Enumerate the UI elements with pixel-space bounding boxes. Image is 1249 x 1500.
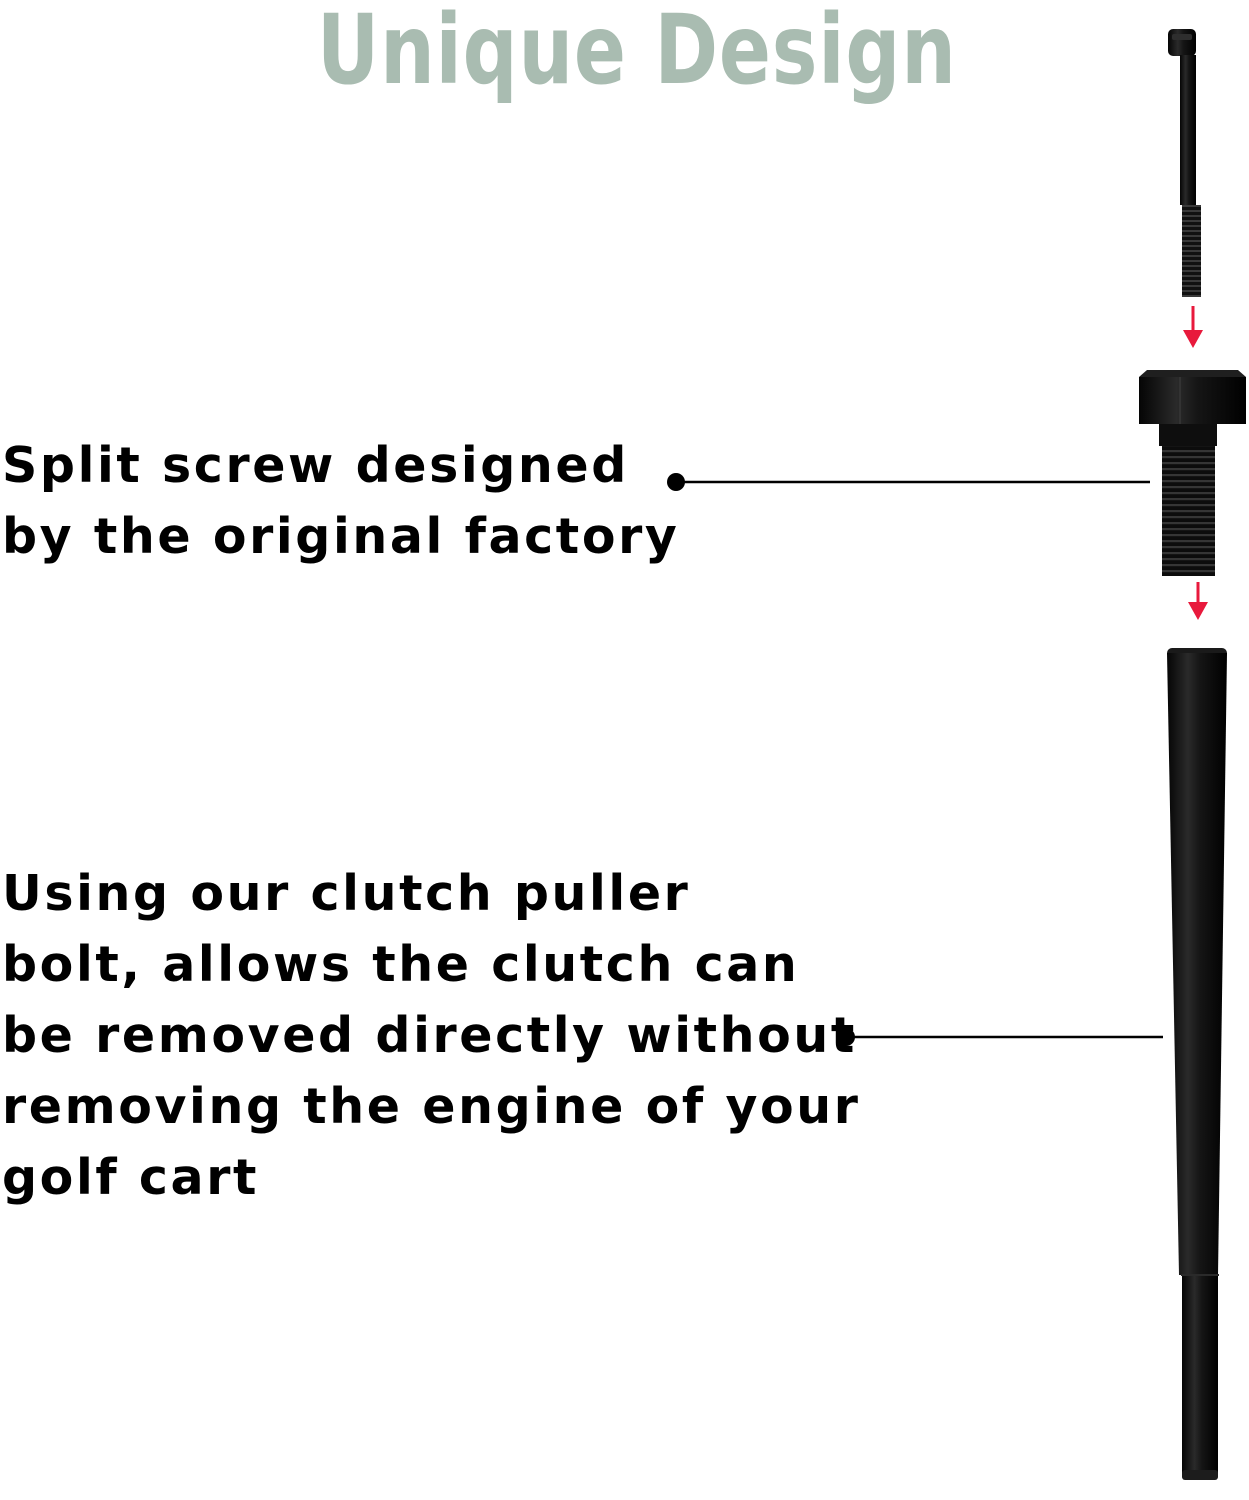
rod-tip [1182, 1470, 1218, 1480]
bolt-head [1168, 29, 1196, 56]
screw-hex-top [1139, 370, 1246, 377]
puller-bolt-callout: Using our clutch puller bolt, allows the… [2, 858, 861, 1213]
rod-upper [1167, 653, 1227, 1275]
page-title: Unique Design [137, 0, 1136, 106]
split-screw-callout: Split screw designed by the original fac… [2, 430, 679, 572]
bolt-shank [1180, 55, 1196, 205]
callout-line: golf cart [2, 1149, 260, 1206]
leader-line [667, 473, 1150, 491]
arrow-down-icon [1188, 582, 1208, 620]
long-bolt [1168, 29, 1201, 297]
screw-hex-head [1139, 377, 1246, 424]
title-text: Unique Design [316, 0, 957, 106]
screw-threads [1162, 446, 1215, 576]
callout-line: removing the engine of your [2, 1078, 861, 1135]
callout-line: bolt, allows the clutch can [2, 936, 800, 993]
screw-collar [1159, 424, 1217, 446]
bolt-threads [1182, 205, 1201, 297]
split-screw [1139, 370, 1246, 576]
callout-line: by the original factory [2, 508, 680, 565]
callout-line: Split screw designed [2, 437, 629, 494]
callout-line: Using our clutch puller [2, 865, 691, 922]
bolt-head-highlight [1172, 34, 1192, 40]
rod-lower [1182, 1275, 1218, 1475]
arrow-down-icon [1183, 306, 1203, 348]
callout-line: be removed directly without [2, 1007, 857, 1064]
puller-rod [1167, 648, 1227, 1480]
leader-line [837, 1028, 1163, 1046]
